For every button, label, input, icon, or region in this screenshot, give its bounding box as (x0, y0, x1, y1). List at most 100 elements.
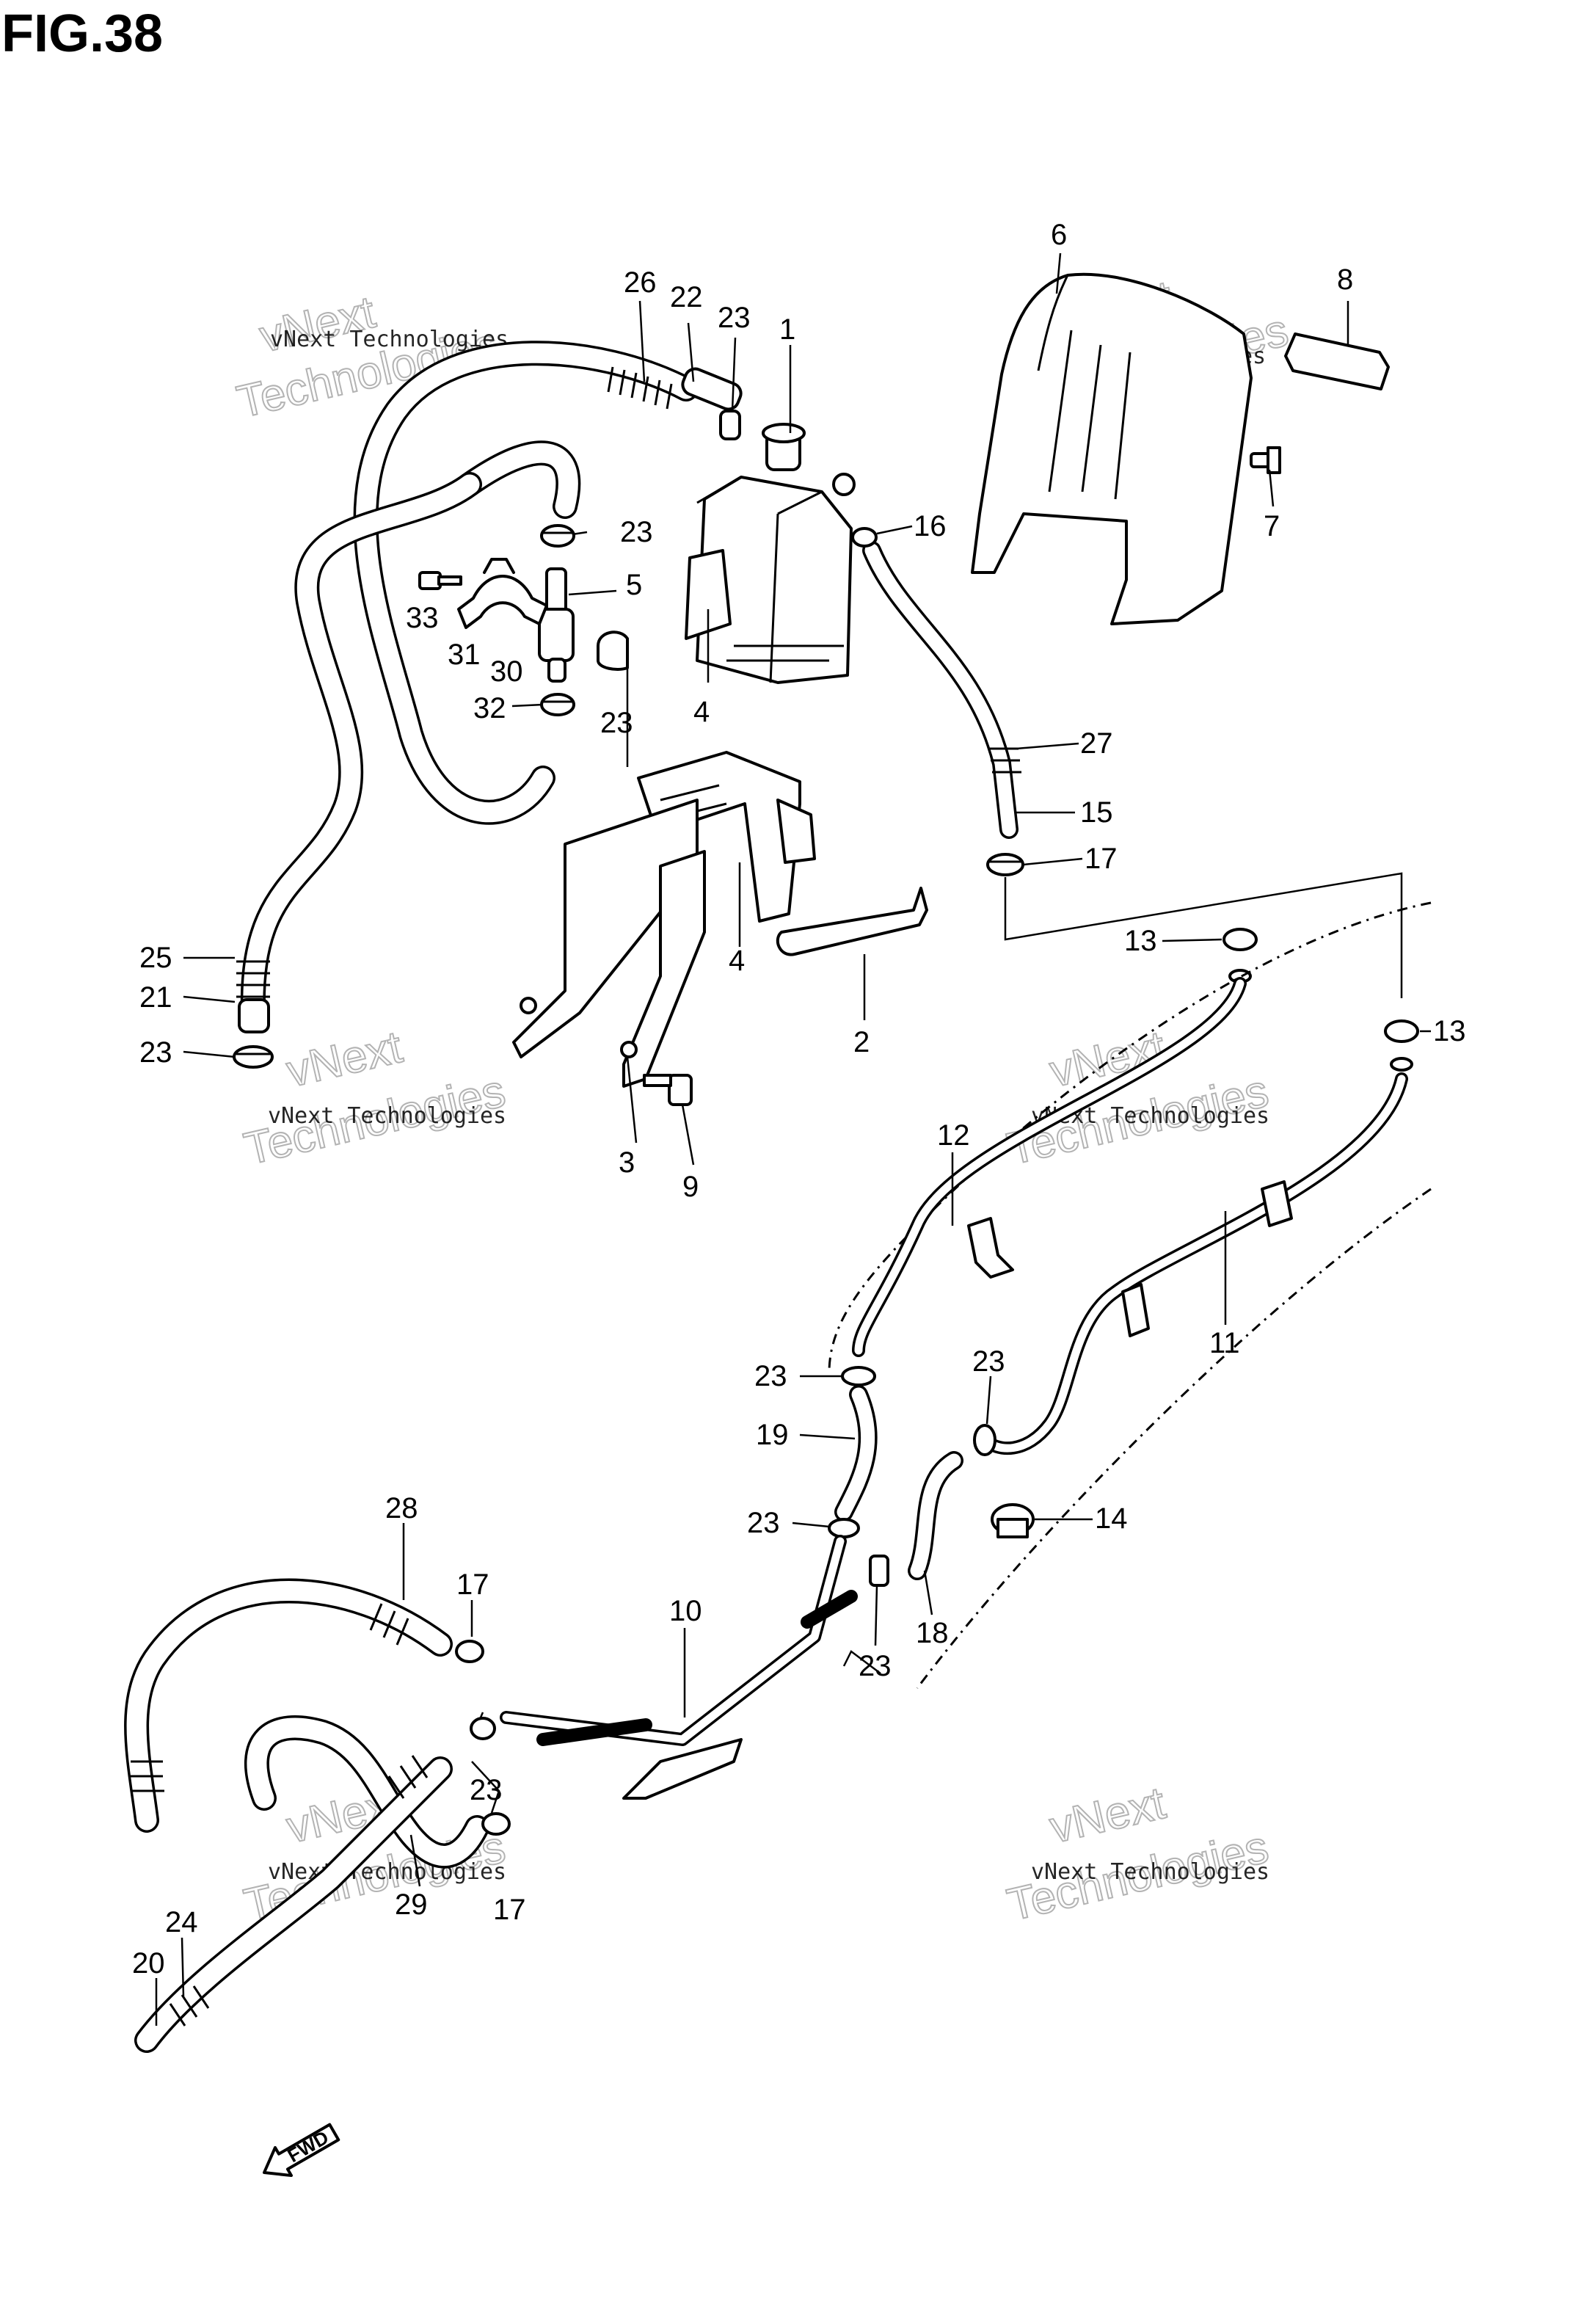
callout-30: 30 (490, 655, 523, 688)
watermark-mid-right: vNext Technologies vNext Technologies (1002, 1021, 1274, 1176)
callout-24: 24 (165, 1906, 198, 1938)
pipe-10 (500, 1535, 858, 1800)
callout-17-lower-a: 17 (456, 1568, 489, 1601)
bolt-33 (418, 571, 462, 590)
callout-23-lower: 23 (470, 1774, 503, 1806)
callout-23-mid-b: 23 (972, 1345, 1005, 1378)
clamp-17-lower-b (481, 1812, 511, 1836)
clip-23-small (597, 630, 629, 671)
callout-19: 19 (756, 1419, 789, 1451)
hose-29 (244, 1715, 489, 1869)
watermark-small-text: vNext Technologies (1031, 1859, 1269, 1885)
connector-line-17-13 (1004, 872, 1403, 998)
callout-2: 2 (853, 1026, 870, 1058)
callout-21: 21 (139, 981, 172, 1014)
callout-17-lower-b: 17 (493, 1894, 526, 1926)
callout-31: 31 (448, 639, 481, 671)
callout-23-mid-d: 23 (859, 1650, 892, 1682)
pad-8 (1284, 332, 1390, 390)
callout-23-left: 23 (139, 1036, 172, 1069)
watermark-small-text: vNext Technologies (270, 327, 509, 352)
callout-20: 20 (132, 1947, 165, 1980)
watermark-mid-left: vNext Technologies vNext Technologies (239, 1021, 511, 1176)
callout-23-top: 23 (718, 302, 751, 334)
callout-4-lower: 4 (729, 945, 745, 977)
clamp-32 (540, 693, 575, 716)
callout-1: 1 (779, 313, 795, 346)
callout-7: 7 (1264, 510, 1280, 542)
callout-32: 32 (473, 692, 506, 724)
figure-title: FIG.38 (1, 4, 163, 63)
bracket-plate-4-upper (685, 549, 732, 640)
callout-12: 12 (937, 1119, 970, 1152)
grommet-13-a (1222, 928, 1258, 984)
callout-25: 25 (139, 942, 172, 974)
callout-4-upper: 4 (693, 696, 710, 728)
watermark-big-text: vNext (1045, 1778, 1170, 1853)
watermark-big-text: vNext (282, 1022, 407, 1097)
clamp-16 (851, 527, 878, 548)
callout-18: 18 (916, 1617, 949, 1649)
spring-25 (236, 960, 270, 998)
clip-23-small-b (869, 1555, 889, 1587)
canister-1 (696, 423, 856, 684)
callout-10: 10 (669, 1595, 702, 1627)
callout-15: 15 (1080, 796, 1113, 829)
bolt-7 (1250, 446, 1281, 474)
pipe-11 (977, 1072, 1408, 1455)
callout-3: 3 (619, 1146, 635, 1179)
clamp-23-lower-b (470, 1717, 496, 1740)
bolt-9 (643, 1074, 693, 1106)
clamp-17-lower-a (455, 1640, 484, 1663)
clamp-23-mid-b (973, 1424, 996, 1456)
hose-end-22 (681, 367, 743, 411)
callout-23-mid-c: 23 (747, 1507, 780, 1539)
band-2 (776, 887, 928, 956)
fwd-arrow: FWD (263, 2123, 340, 2178)
callout-29: 29 (395, 1889, 428, 1921)
pipe-12 (852, 977, 1247, 1357)
clamp-23-lower-left (233, 1045, 274, 1069)
clamp-23-hose (540, 524, 575, 548)
hose-end-21 (238, 998, 270, 1033)
hose-20-24 (134, 1755, 453, 2053)
callout-17-upper: 17 (1085, 843, 1118, 875)
callout-23-clip: 23 (600, 707, 633, 739)
hose-19 (834, 1385, 878, 1522)
callout-labels: 1 2 3 4 4 5 6 7 8 9 10 11 12 13 13 14 15… (132, 219, 1466, 1980)
hose-28 (124, 1578, 453, 1833)
spring-26 (607, 366, 673, 410)
callout-8: 8 (1337, 263, 1353, 296)
valve-5 (538, 567, 575, 683)
cover-6 (971, 272, 1253, 625)
watermark-small-text: vNext Technologies (268, 1103, 506, 1129)
callout-5: 5 (626, 569, 642, 601)
callout-26: 26 (624, 266, 657, 299)
watermark-bottom-right: vNext Technologies vNext Technologies (1002, 1777, 1274, 1932)
callout-6: 6 (1051, 219, 1067, 251)
bracket-30-31 (457, 558, 548, 629)
callout-27: 27 (1080, 727, 1113, 760)
callout-9: 9 (682, 1171, 699, 1203)
callout-22: 22 (670, 281, 703, 313)
hose-15-27 (862, 541, 1021, 839)
callout-13-a: 13 (1124, 925, 1157, 957)
callout-13-b: 13 (1433, 1015, 1466, 1047)
grommet-14 (991, 1503, 1035, 1538)
callout-11: 11 (1209, 1327, 1240, 1359)
watermark-small-text: vNext Technologies (268, 1859, 506, 1885)
clamp-17-upper (986, 853, 1024, 876)
callout-16: 16 (914, 510, 947, 542)
callout-33: 33 (406, 602, 439, 634)
clamp-23-mid-c (828, 1518, 860, 1538)
clamp-23-top (719, 410, 741, 440)
grommet-13-b (1384, 1019, 1419, 1072)
leader-lines (155, 252, 1431, 2026)
callout-14: 14 (1095, 1502, 1128, 1535)
callout-23-hose: 23 (620, 516, 653, 548)
bracket-3 (512, 799, 706, 1088)
callout-23-mid-a: 23 (754, 1360, 787, 1392)
upper-hose-assembly (236, 341, 743, 1033)
hose-18 (908, 1451, 963, 1580)
